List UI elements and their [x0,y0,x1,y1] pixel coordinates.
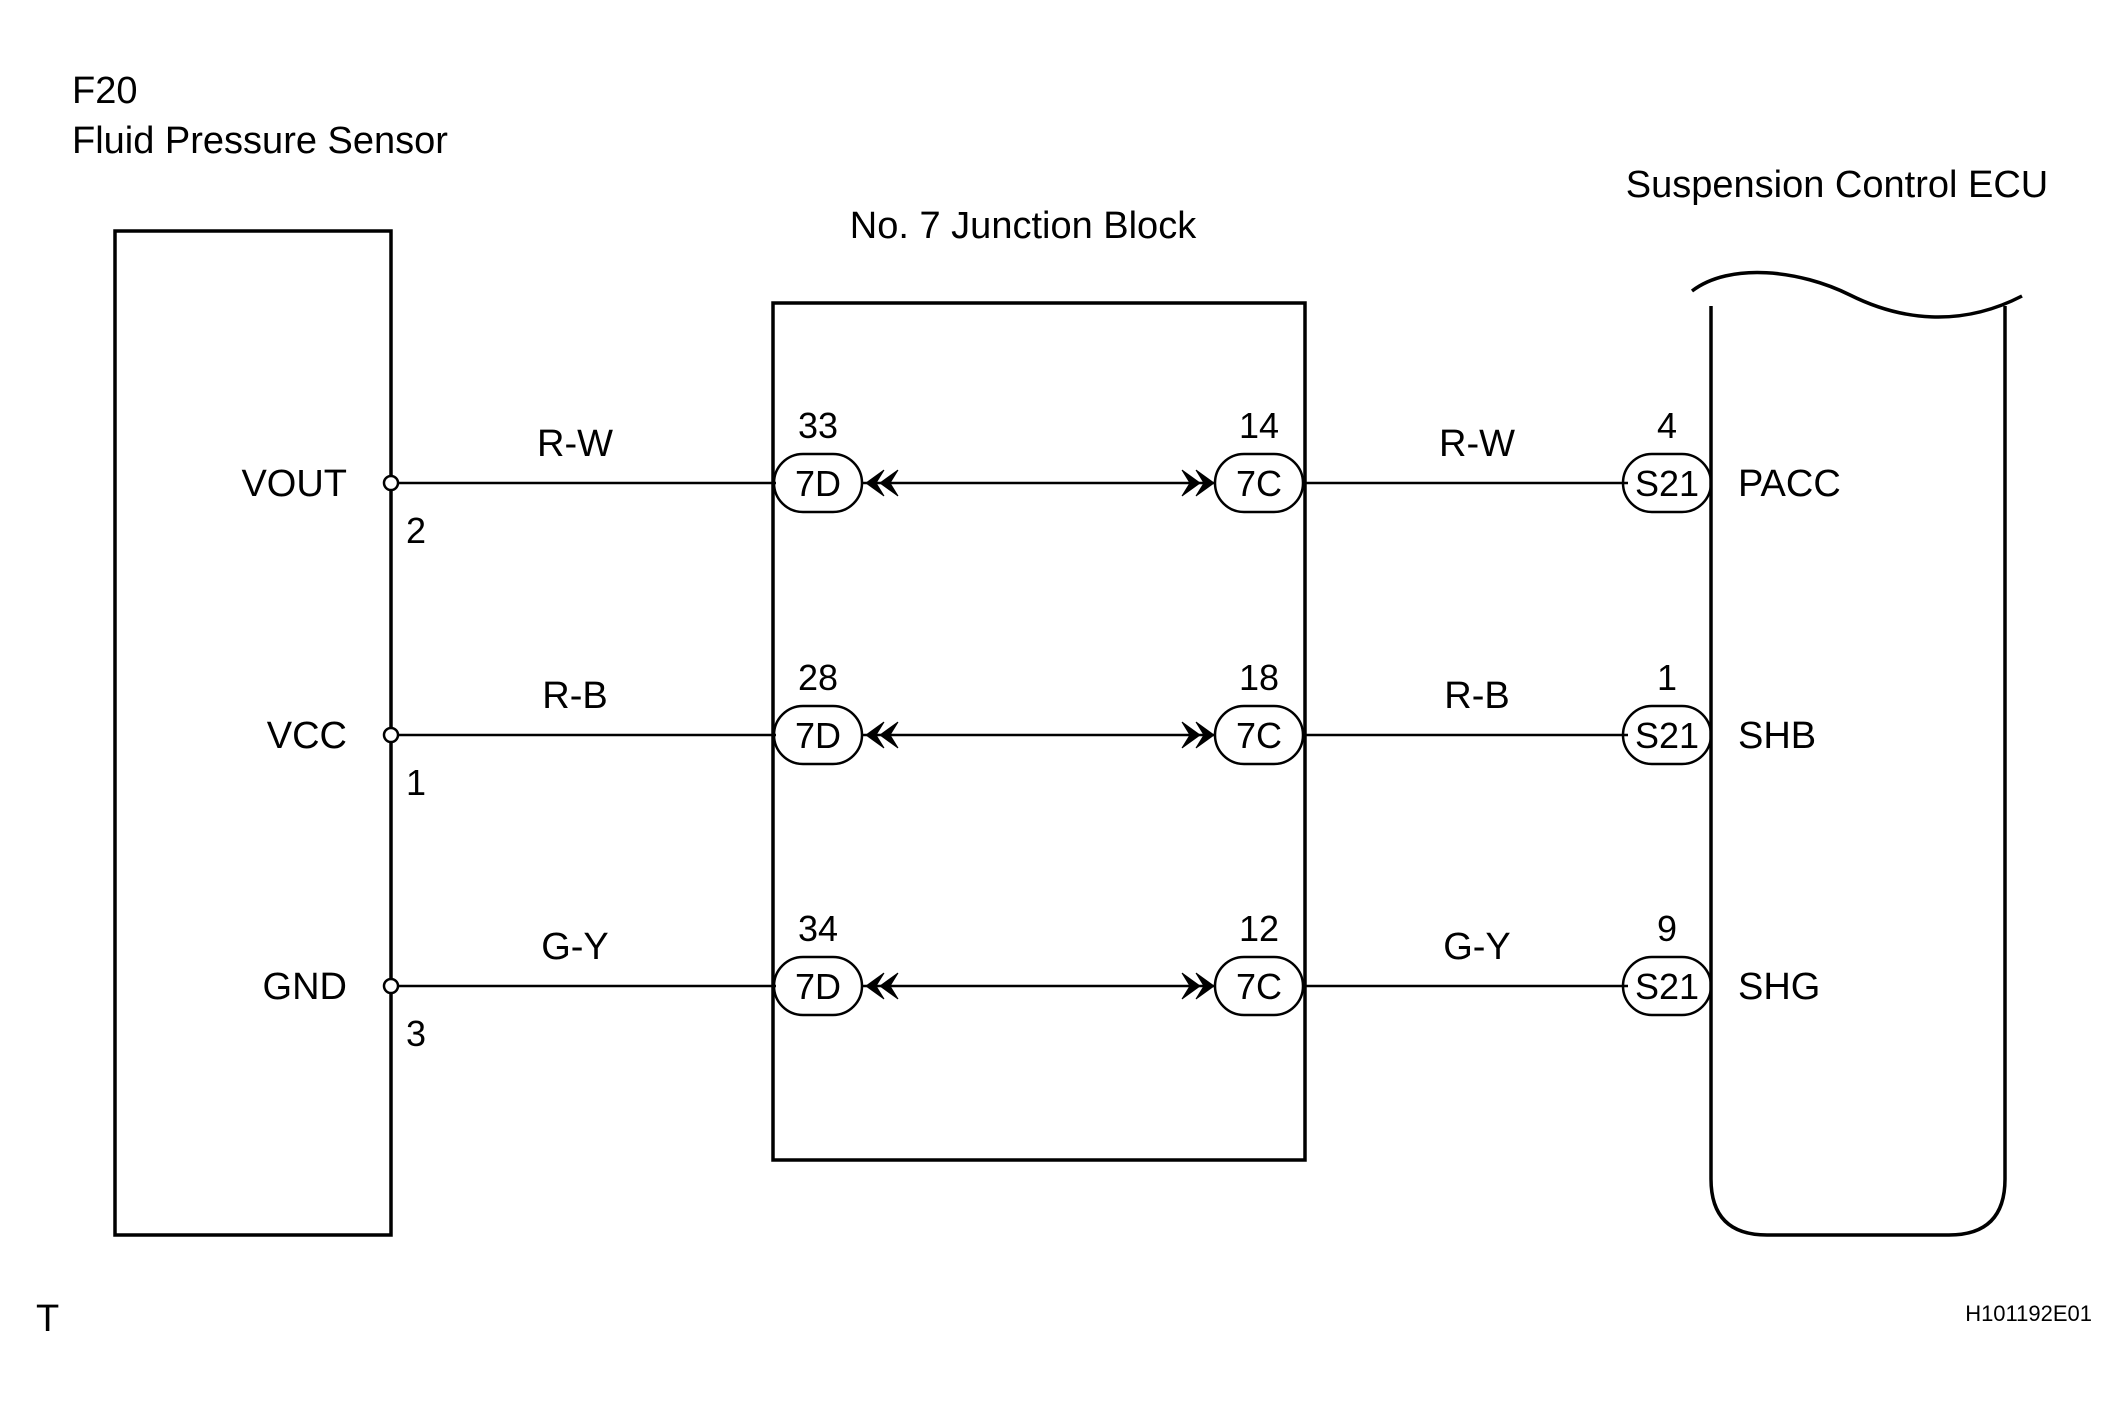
connector-s21-label: S21 [1635,463,1699,504]
connector-7d: 7D [772,955,864,1017]
chevron-right-icon [1181,721,1215,749]
sensor-name: Fluid Pressure Sensor [72,120,448,162]
chevron-left-icon [865,721,899,749]
connector-7d-label: 7D [795,463,841,504]
ecu-pin-number: 4 [1657,405,1677,446]
wire-color-left: R-W [537,423,613,465]
connector-7c-label: 7C [1236,966,1282,1007]
sensor-terminal-name: VCC [267,715,347,757]
connector-s21: S21 [1621,452,1713,514]
connector-7c: 7C [1213,452,1305,514]
connector-7c-label: 7C [1236,463,1282,504]
jb-right-pin-number: 14 [1239,405,1279,446]
jb-left-pin-number: 28 [798,657,838,698]
connector-s21: S21 [1621,704,1713,766]
jb-right-pin-number: 18 [1239,657,1279,698]
chevron-left-icon [865,972,899,1000]
ecu-terminal-name: SHB [1738,715,1816,757]
connector-7d: 7D [772,704,864,766]
ecu-terminal-name: SHG [1738,966,1820,1008]
chevron-right-icon [1181,972,1215,1000]
figure-code: H101192E01 [1965,1301,2092,1326]
wire-color-left: G-Y [541,926,609,968]
sensor-pin-number: 2 [406,510,426,551]
connector-7c: 7C [1213,704,1305,766]
jb-left-pin-number: 34 [798,908,838,949]
junction-block-name: No. 7 Junction Block [850,205,1197,247]
ecu-pin-number: 1 [1657,657,1677,698]
sensor-terminal-dot [382,726,400,744]
ecu-name: Suspension Control ECU [1626,164,2048,206]
connector-7c-label: 7C [1236,715,1282,756]
wire-color-right: R-W [1439,423,1515,465]
junction-block-box [771,301,1307,1162]
sensor-pin-number: 1 [406,762,426,803]
jb-right-pin-number: 12 [1239,908,1279,949]
sensor-pin-number: 3 [406,1013,426,1054]
ecu-box [1709,306,2007,1237]
sensor-box [113,229,393,1237]
connector-7d: 7D [772,452,864,514]
chevron-left-icon [865,469,899,497]
chevron-right-icon [1181,469,1215,497]
connector-7d-label: 7D [795,715,841,756]
connector-7d-label: 7D [795,966,841,1007]
jb-left-pin-number: 33 [798,405,838,446]
ecu-pin-number: 9 [1657,908,1677,949]
wire-color-right: G-Y [1443,926,1511,968]
sensor-terminal-name: GND [263,966,347,1008]
connector-s21-label: S21 [1635,715,1699,756]
connector-7c: 7C [1213,955,1305,1017]
wire-color-left: R-B [542,675,607,717]
sensor-terminal-dot [382,474,400,492]
corner-mark: T [36,1298,59,1340]
ecu-wavy-edge [1690,270,2023,319]
connector-s21: S21 [1621,955,1713,1017]
sensor-code: F20 [72,70,137,112]
ecu-terminal-name: PACC [1738,463,1841,505]
sensor-terminal-name: VOUT [241,463,347,505]
connector-s21-label: S21 [1635,966,1699,1007]
wire-color-right: R-B [1444,675,1509,717]
sensor-terminal-dot [382,977,400,995]
